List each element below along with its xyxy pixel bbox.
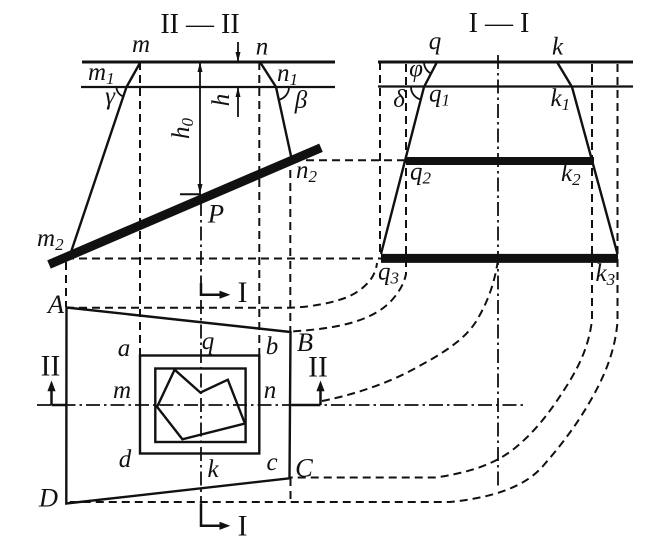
svg-text:k1: k1: [551, 85, 571, 114]
svg-text:II — II: II — II: [160, 9, 239, 40]
svg-text:h: h: [208, 94, 235, 107]
svg-text:B: B: [297, 327, 313, 357]
svg-text:δ: δ: [393, 86, 405, 113]
svg-text:k: k: [207, 456, 219, 483]
svg-text:b: b: [266, 333, 279, 360]
svg-text:k: k: [552, 34, 564, 61]
svg-text:m1: m1: [88, 59, 115, 88]
svg-text:n: n: [264, 377, 277, 404]
svg-text:C: C: [295, 453, 313, 483]
svg-text:II: II: [41, 351, 61, 383]
svg-text:n1: n1: [277, 60, 298, 89]
svg-text:II: II: [308, 352, 328, 384]
svg-text:β: β: [294, 87, 308, 114]
svg-text:n: n: [256, 34, 269, 61]
svg-text:h0: h0: [168, 118, 197, 140]
svg-text:P: P: [207, 199, 224, 229]
svg-text:k3: k3: [596, 260, 616, 289]
svg-text:q: q: [202, 328, 215, 355]
svg-text:γ: γ: [105, 83, 116, 110]
svg-text:c: c: [266, 449, 277, 476]
svg-text:I: I: [238, 511, 248, 543]
svg-text:d: d: [119, 446, 132, 473]
svg-text:I: I: [238, 277, 248, 309]
svg-text:a: a: [118, 335, 131, 362]
svg-text:q1: q1: [429, 81, 450, 110]
svg-text:D: D: [38, 483, 58, 513]
svg-text:m: m: [113, 377, 131, 404]
svg-text:q: q: [429, 28, 442, 55]
svg-text:m2: m2: [37, 225, 64, 254]
svg-text:I — I: I — I: [469, 8, 530, 39]
svg-text:m: m: [132, 31, 150, 58]
svg-text:φ: φ: [409, 56, 423, 83]
svg-text:n2: n2: [296, 157, 318, 186]
svg-text:A: A: [46, 289, 65, 319]
